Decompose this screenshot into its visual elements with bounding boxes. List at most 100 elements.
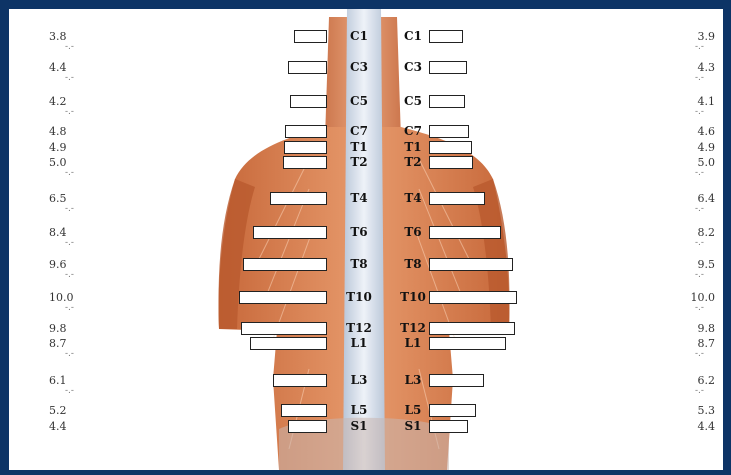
level-label-left: T12: [344, 321, 374, 335]
right-bar: [429, 95, 465, 108]
left-value: 9.6: [49, 259, 105, 271]
level-label-left: C5: [344, 94, 374, 108]
right-bar: [429, 258, 513, 271]
left-bar: [288, 61, 327, 74]
level-label-right: T8: [398, 257, 428, 271]
left-value: 4.2: [49, 96, 105, 108]
level-label-right: L1: [398, 336, 428, 350]
left-value: 8.7: [49, 338, 105, 350]
level-label-left: S1: [344, 419, 374, 433]
separator-left: -.-: [65, 169, 74, 178]
left-value: 4.8: [49, 126, 105, 138]
left-bar: [250, 337, 327, 350]
separator-left: -.-: [65, 387, 74, 396]
level-label-right: C3: [398, 60, 428, 74]
separator-left: -.-: [65, 108, 74, 117]
left-value: 9.8: [49, 323, 105, 335]
separator-right: -.-: [695, 205, 704, 214]
level-label-right: T4: [398, 191, 428, 205]
separator-left: -.-: [65, 271, 74, 280]
right-value: 5.3: [689, 405, 715, 417]
level-label-right: L5: [398, 403, 428, 417]
left-value: 4.4: [49, 421, 105, 433]
separator-left: -.-: [65, 205, 74, 214]
level-label-right: C1: [398, 29, 428, 43]
level-label-left: T10: [344, 290, 374, 304]
separator-left: -.-: [65, 74, 74, 83]
level-label-left: T1: [344, 140, 374, 154]
level-label-left: L5: [344, 403, 374, 417]
right-bar: [429, 125, 469, 138]
level-label-left: T6: [344, 225, 374, 239]
level-label-right: C5: [398, 94, 428, 108]
level-label-left: C1: [344, 29, 374, 43]
separator-right: -.-: [695, 387, 704, 396]
left-value: 8.4: [49, 227, 105, 239]
level-label-right: T6: [398, 225, 428, 239]
right-bar: [429, 156, 473, 169]
level-label-left: C7: [344, 124, 374, 138]
left-bar: [284, 141, 327, 154]
separator-left: -.-: [65, 239, 74, 248]
left-bar: [241, 322, 327, 335]
separator-right: -.-: [695, 271, 704, 280]
left-value: 4.4: [49, 62, 105, 74]
left-value: 10.0: [49, 292, 105, 304]
right-bar: [429, 141, 472, 154]
separator-left: -.-: [65, 43, 74, 52]
level-label-right: T10: [398, 290, 428, 304]
left-value: 5.0: [49, 157, 105, 169]
right-bar: [429, 30, 463, 43]
level-label-right: T2: [398, 155, 428, 169]
right-bar: [429, 226, 501, 239]
separator-right: -.-: [695, 239, 704, 248]
right-bar: [429, 61, 467, 74]
separator-right: -.-: [695, 43, 704, 52]
left-value: 6.5: [49, 193, 105, 205]
left-value: 3.8: [49, 31, 105, 43]
right-bar: [429, 337, 506, 350]
left-bar: [290, 95, 327, 108]
level-label-right: T12: [398, 321, 428, 335]
level-label-left: T2: [344, 155, 374, 169]
right-bar: [429, 291, 517, 304]
level-label-left: L3: [344, 373, 374, 387]
separator-left: -.-: [65, 304, 74, 313]
left-bar: [285, 125, 327, 138]
right-value: 4.4: [689, 421, 715, 433]
separator-right: -.-: [695, 74, 704, 83]
level-label-right: S1: [398, 419, 428, 433]
right-bar: [429, 404, 476, 417]
left-bar: [243, 258, 327, 271]
left-bar: [239, 291, 327, 304]
separator-left: -.-: [65, 350, 74, 359]
level-label-right: T1: [398, 140, 428, 154]
separator-right: -.-: [695, 169, 704, 178]
back-muscle-figure: [9, 9, 723, 470]
separator-right: -.-: [695, 304, 704, 313]
level-label-left: T8: [344, 257, 374, 271]
left-bar: [270, 192, 327, 205]
separator-right: -.-: [695, 350, 704, 359]
left-bar: [253, 226, 327, 239]
left-bar: [288, 420, 327, 433]
level-label-right: L3: [398, 373, 428, 387]
right-value: 9.8: [689, 323, 715, 335]
right-bar: [429, 192, 485, 205]
level-label-left: L1: [344, 336, 374, 350]
left-value: 5.2: [49, 405, 105, 417]
right-bar: [429, 374, 484, 387]
separator-right: -.-: [695, 108, 704, 117]
right-bar: [429, 420, 468, 433]
right-value: 4.6: [689, 126, 715, 138]
left-bar: [281, 404, 327, 417]
left-bar: [273, 374, 327, 387]
left-bar: [283, 156, 327, 169]
left-value: 6.1: [49, 375, 105, 387]
left-bar: [294, 30, 327, 43]
level-label-left: T4: [344, 191, 374, 205]
right-value: 4.9: [689, 142, 715, 154]
left-value: 4.9: [49, 142, 105, 154]
level-label-left: C3: [344, 60, 374, 74]
